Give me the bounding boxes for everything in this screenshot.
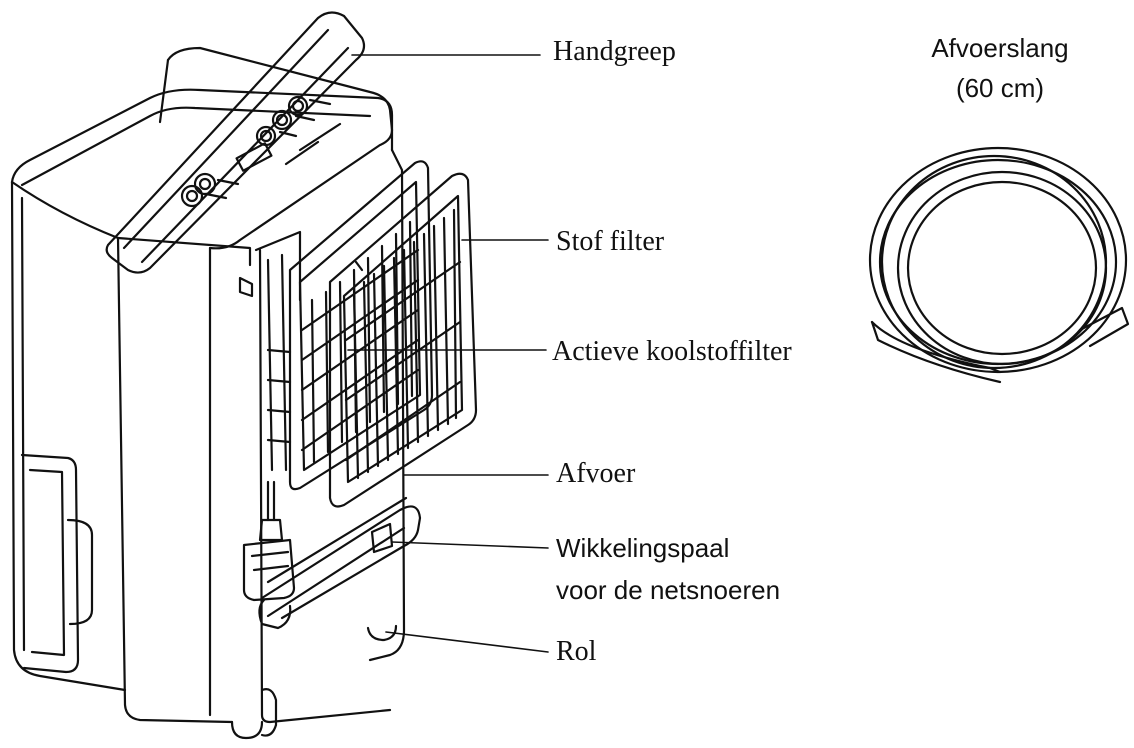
handle — [105, 11, 366, 274]
leader-wheel — [385, 631, 549, 653]
leader-cord-wrap — [391, 541, 549, 549]
label-drain: Afvoer — [556, 458, 636, 489]
drain-hose — [868, 146, 1130, 384]
plug — [242, 480, 296, 602]
label-hose-line2: (60 cm) — [955, 73, 1045, 103]
label-carbon-filter: Actieve koolstoffilter — [552, 336, 792, 367]
label-cord-wrap-line2: voor de netsnoeren — [556, 575, 781, 605]
label-hose-line1: Afvoerslang — [931, 33, 1069, 63]
label-dust-filter: Stof filter — [556, 226, 665, 257]
dust-filter — [328, 172, 478, 508]
rear-grille — [238, 230, 302, 472]
cord-wrap — [258, 496, 422, 630]
label-handle: Handgreep — [553, 36, 676, 67]
label-wheel: Rol — [556, 636, 597, 667]
unit-body — [10, 46, 406, 740]
label-cord-wrap-line1: Wikkelingspaal — [556, 533, 730, 563]
leader-lines — [347, 54, 549, 653]
